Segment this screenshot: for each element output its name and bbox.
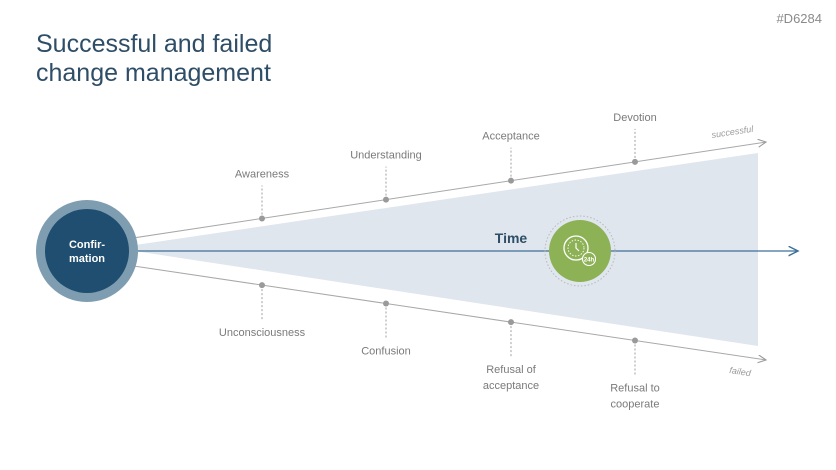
failed-stage-1-label: Unconsciousness	[219, 327, 306, 339]
successful-stage-2-label: Understanding	[350, 150, 422, 162]
failed-tag: failed	[729, 365, 753, 378]
successful-stage-4-marker	[632, 158, 638, 165]
confirmation-line-2: mation	[69, 253, 105, 265]
successful-stage-3-marker	[508, 177, 514, 184]
failed-stage-4-label: Refusal to	[610, 383, 660, 395]
failed-stage-1-marker	[259, 282, 265, 289]
failed-stage-4-marker	[632, 337, 638, 344]
failed-stage-3-marker	[508, 319, 514, 326]
successful-stage-4-label: Devotion	[613, 112, 656, 124]
slide-title: Successful and failed change management	[36, 30, 272, 88]
title-line-1: Successful and failed	[36, 30, 273, 58]
failed-stage-3-label: Refusal of	[486, 364, 536, 376]
svg-text:24h: 24h	[584, 258, 595, 264]
confirmation-circle: Confir- mation	[36, 200, 138, 302]
successful-stage-2-marker	[383, 196, 389, 203]
failed-stage-4-label: cooperate	[611, 399, 660, 411]
failed-stage-2-label: Confusion	[361, 346, 411, 358]
successful-tag: successful	[711, 124, 755, 140]
confirmation-line-1: Confir-	[69, 239, 105, 251]
successful-stage-1-marker	[259, 215, 265, 222]
failed-stage-2-marker	[383, 300, 389, 307]
failed-stage-3-label: acceptance	[483, 380, 539, 392]
clock-24h-icon: 24h	[544, 215, 616, 287]
failed-line	[119, 263, 766, 360]
successful-stage-1-label: Awareness	[235, 168, 290, 180]
time-wedge	[115, 153, 758, 346]
time-label: Time	[495, 230, 528, 246]
title-line-2: change management	[36, 59, 271, 87]
successful-stage-3-label: Acceptance	[482, 131, 539, 143]
successful-line	[119, 142, 766, 241]
slide-id: #D6284	[776, 11, 822, 26]
